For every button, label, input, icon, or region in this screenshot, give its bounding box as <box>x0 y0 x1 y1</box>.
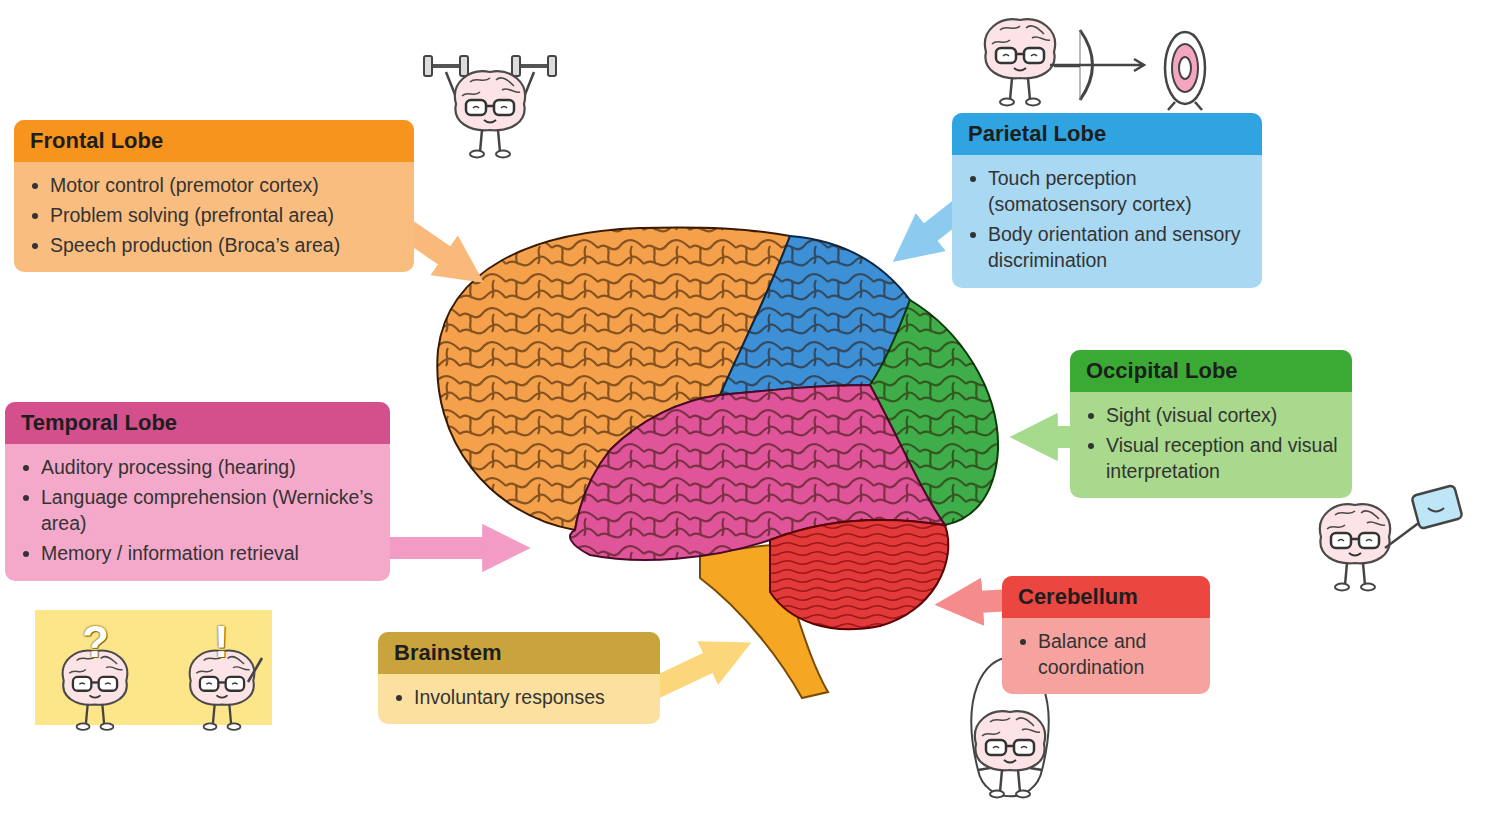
lobe-box: Occipital LobeSight (visual cortex) Visua… <box>1070 350 1352 498</box>
cartoon-archer <box>1050 59 1144 71</box>
bullet-item: Touch perception (somatosensory cortex) <box>968 165 1248 218</box>
box-body: Auditory processing (hearing) Language co… <box>5 444 390 581</box>
cartoon-archer <box>985 19 1205 110</box>
brain <box>770 520 948 629</box>
bullet-item: Memory / information retrieval <box>21 540 376 566</box>
brain <box>770 520 948 629</box>
bullet-text: Body orientation and sensory discriminat… <box>988 221 1248 274</box>
bullet-text: Motor control (premotor cortex) <box>50 172 319 198</box>
bullet-text: Memory / information retrieval <box>41 540 299 566</box>
bullet-text: Balance and coordination <box>1038 628 1196 681</box>
question-panel <box>248 658 262 682</box>
bullet-dot <box>23 465 29 471</box>
bullet-text: Touch perception (somatosensory cortex) <box>988 165 1248 218</box>
bullet-item: Speech production (Broca’s area) <box>30 232 400 258</box>
bullet-text: Sight (visual cortex) <box>1106 402 1277 428</box>
bullet-text: Speech production (Broca’s area) <box>50 232 340 258</box>
bullet-dot <box>32 213 38 219</box>
symbol-label: ? <box>82 620 109 664</box>
bullet-item: Auditory processing (hearing) <box>21 454 376 480</box>
cartoon-selfie <box>1428 508 1444 512</box>
lobe-box: BrainstemInvoluntary responses <box>378 632 660 724</box>
box-heading: Cerebellum <box>1002 576 1210 618</box>
bullet-dot <box>1088 413 1094 419</box>
bullet-text: Involuntary responses <box>414 684 605 710</box>
bullet-dot <box>970 232 976 238</box>
cartoon-archer <box>1165 32 1205 104</box>
bullet-dot <box>23 551 29 557</box>
box-body: Sight (visual cortex) Visual reception an… <box>1070 392 1352 499</box>
box-body: Balance and coordination <box>1002 618 1210 695</box>
lobe-box: CerebellumBalance and coordination <box>1002 576 1210 694</box>
cartoon-selfie <box>1320 504 1390 590</box>
bullet-text: Auditory processing (hearing) <box>41 454 296 480</box>
bullet-item: Body orientation and sensory discriminat… <box>968 221 1248 274</box>
bullet-text: Problem solving (prefrontal area) <box>50 202 334 228</box>
cartoon-archer <box>985 19 1055 105</box>
cartoon-lifter <box>455 71 525 157</box>
box-body: Touch perception (somatosensory cortex)B… <box>952 155 1262 288</box>
bullet-dot <box>396 695 402 701</box>
cartoon-archer <box>1172 44 1198 92</box>
box-heading: Parietal Lobe <box>952 113 1262 155</box>
bullet-dot <box>1088 443 1094 449</box>
box-heading: Brainstem <box>378 632 660 674</box>
cartoon-selfie <box>1320 485 1463 591</box>
cartoon-lifter <box>512 56 520 76</box>
bullet-dot <box>23 495 29 501</box>
brain <box>437 227 998 698</box>
bullet-dot <box>1020 639 1026 645</box>
bullet-item: Balance and coordination <box>1018 628 1196 681</box>
cartoon-lifter <box>430 64 550 68</box>
bullet-dot <box>970 176 976 182</box>
cartoon-archer <box>1179 57 1191 79</box>
box-heading: Frontal Lobe <box>14 120 414 162</box>
bullet-item: Sight (visual cortex) <box>1086 402 1338 428</box>
bullet-item: Visual reception and visual interpretati… <box>1086 432 1338 485</box>
bullet-item: Motor control (premotor cortex) <box>30 172 400 198</box>
bullet-item: Involuntary responses <box>394 684 646 710</box>
cartoon-lifter <box>424 56 556 158</box>
cartoon-archer <box>1168 102 1202 110</box>
box-heading: Occipital Lobe <box>1070 350 1352 392</box>
cartoon-jumper <box>975 711 1045 797</box>
box-heading: Temporal Lobe <box>5 402 390 444</box>
bullet-dot <box>32 243 38 249</box>
question-panel <box>35 610 272 730</box>
pointer-arrows <box>380 537 487 559</box>
lobe-box: Parietal LobeTouch perception (somatosen… <box>952 113 1262 288</box>
bullet-text: Language comprehension (Wernicke’s area) <box>41 484 376 537</box>
lobe-box: Frontal LobeMotor control (premotor cort… <box>14 120 414 272</box>
bullet-dot <box>32 183 38 189</box>
bullet-item: Language comprehension (Wernicke’s area) <box>21 484 376 537</box>
cartoon-archer <box>1054 65 1080 68</box>
cartoon-lifter <box>460 56 468 76</box>
bullet-item: Problem solving (prefrontal area) <box>30 202 400 228</box>
cartoon-lifter <box>424 56 432 76</box>
lobe-box: Temporal LobeAuditory processing (hearin… <box>5 402 390 581</box>
box-body: Motor control (premotor cortex) Problem s… <box>14 162 414 273</box>
cartoon-selfie <box>1385 522 1420 548</box>
cartoon-lifter <box>548 56 556 76</box>
symbol-label: ! <box>214 620 229 664</box>
box-body: Involuntary responses <box>378 674 660 724</box>
bullet-text: Visual reception and visual interpretati… <box>1106 432 1338 485</box>
cartoon-selfie <box>1411 485 1462 529</box>
